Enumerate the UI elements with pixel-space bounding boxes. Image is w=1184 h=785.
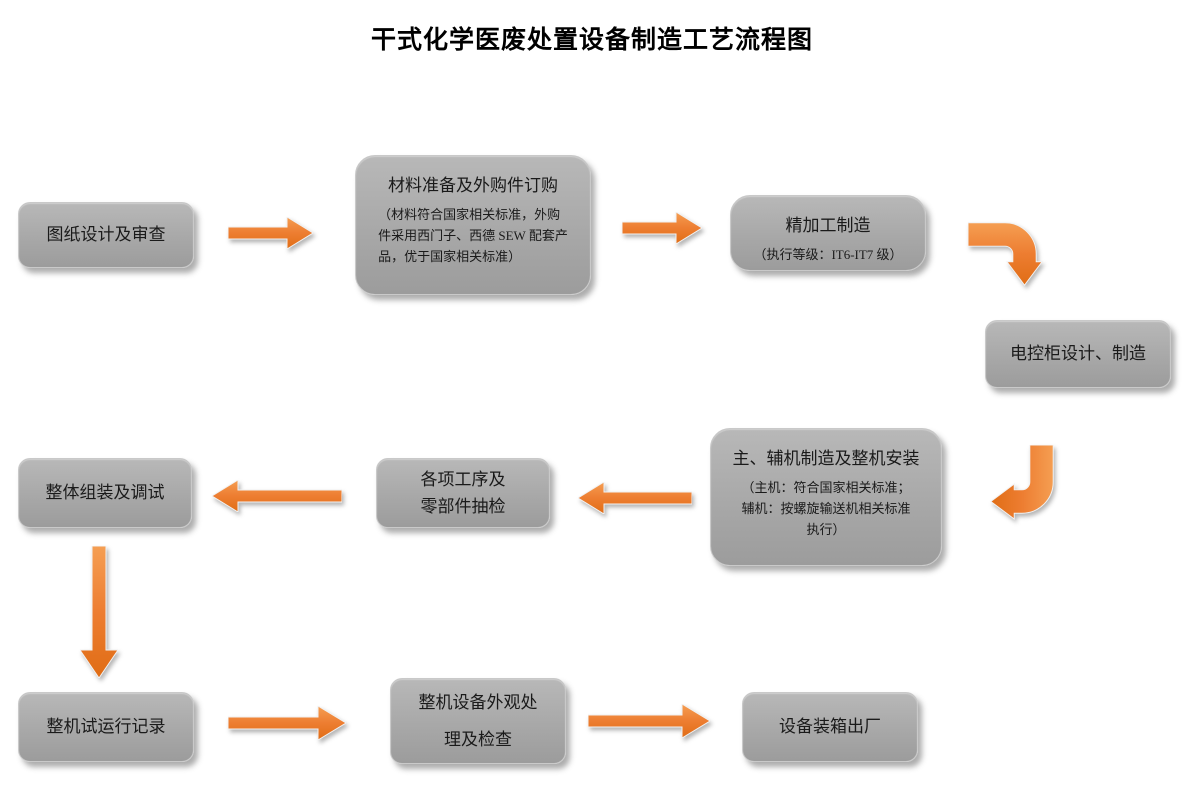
arrow-debugging-to-trial bbox=[80, 546, 118, 678]
node-machining: 精加工制造 （执行等级：IT6-IT7 级） bbox=[730, 195, 926, 271]
node-assembly-note: （主机：符合国家相关标准； 辅机：按螺旋输送机相关标准 执行） bbox=[741, 480, 911, 537]
node-appearance-label: 整机设备外观处 理及检查 bbox=[418, 692, 538, 749]
node-design: 图纸设计及审查 bbox=[18, 202, 194, 268]
node-material: 材料准备及外购件订购 （材料符合国家相关标准，外购 件采用西门子、西德 SEW … bbox=[355, 155, 591, 295]
arrow-trial-to-appearance bbox=[228, 706, 346, 740]
node-material-label: 材料准备及外购件订购 bbox=[388, 176, 558, 195]
node-appearance: 整机设备外观处 理及检查 bbox=[390, 678, 566, 764]
arrow-appearance-to-shipment bbox=[588, 704, 710, 738]
node-machining-note: （执行等级：IT6-IT7 级） bbox=[753, 247, 903, 263]
arrow-assembly-to-sampling bbox=[578, 482, 692, 514]
arrow-design-to-material bbox=[228, 217, 313, 249]
node-machining-label: 精加工制造 bbox=[785, 216, 871, 235]
arrow-sampling-to-debugging bbox=[212, 480, 342, 512]
node-cabinet: 电控柜设计、制造 bbox=[985, 320, 1171, 388]
arrow-cabinet-to-assembly bbox=[990, 445, 1054, 521]
node-sampling-label: 各项工序及 零部件抽检 bbox=[420, 469, 506, 516]
arrow-machining-to-cabinet bbox=[968, 222, 1044, 286]
node-debugging-label: 整体组装及调试 bbox=[45, 483, 165, 503]
node-cabinet-label: 电控柜设计、制造 bbox=[1010, 344, 1146, 364]
node-trial-run: 整机试运行记录 bbox=[18, 692, 194, 762]
page-title: 干式化学医废处置设备制造工艺流程图 bbox=[370, 27, 813, 54]
node-sampling: 各项工序及 零部件抽检 bbox=[376, 458, 550, 528]
arrow-material-to-machining bbox=[622, 212, 702, 244]
node-design-label: 图纸设计及审查 bbox=[46, 225, 166, 245]
node-debugging: 整体组装及调试 bbox=[18, 458, 192, 528]
node-assembly-label: 主、辅机制造及整机安装 bbox=[732, 449, 920, 468]
node-trial-run-label: 整机试运行记录 bbox=[46, 717, 166, 737]
node-material-note: （材料符合国家相关标准，外购 件采用西门子、西德 SEW 配套产 品，优于国家相… bbox=[378, 207, 568, 264]
node-shipment-label: 设备装箱出厂 bbox=[779, 717, 881, 737]
node-assembly: 主、辅机制造及整机安装 （主机：符合国家相关标准； 辅机：按螺旋输送机相关标准 … bbox=[710, 428, 942, 566]
node-shipment: 设备装箱出厂 bbox=[742, 692, 918, 762]
